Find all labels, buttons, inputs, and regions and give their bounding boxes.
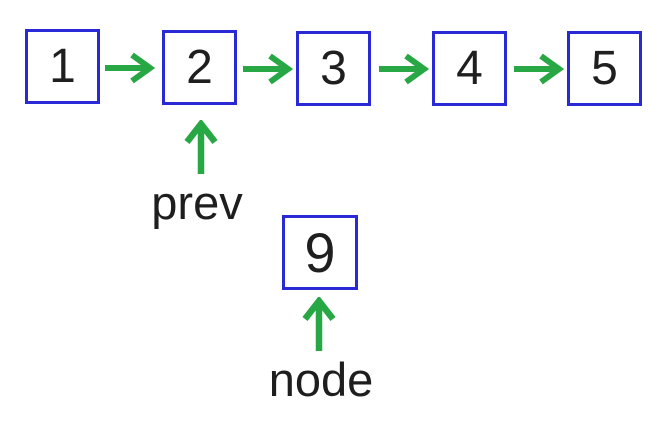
arrow-right-icon: [243, 53, 293, 85]
node-value: 1: [49, 39, 76, 93]
arrow-up-icon: [302, 297, 336, 351]
node-value: 2: [186, 40, 213, 94]
list-node-box-3: 3: [296, 31, 371, 106]
arrow-up-icon: [184, 120, 218, 174]
list-node-box-5: 5: [567, 31, 642, 106]
list-node-box-1: 1: [25, 29, 100, 104]
list-node-box-2: 2: [162, 30, 237, 105]
prev-pointer-label: prev: [151, 176, 243, 229]
arrow-right-icon: [379, 53, 429, 85]
list-node-box-4: 4: [432, 31, 507, 106]
arrow-right-icon: [105, 52, 155, 84]
node-value: 4: [456, 41, 483, 95]
node-value: 9: [304, 220, 336, 284]
node-value: 3: [320, 41, 347, 95]
arrow-right-icon: [514, 53, 564, 85]
node-pointer-label: node: [268, 353, 374, 406]
node-value: 5: [591, 41, 618, 95]
new-node-box-9: 9: [282, 215, 358, 290]
